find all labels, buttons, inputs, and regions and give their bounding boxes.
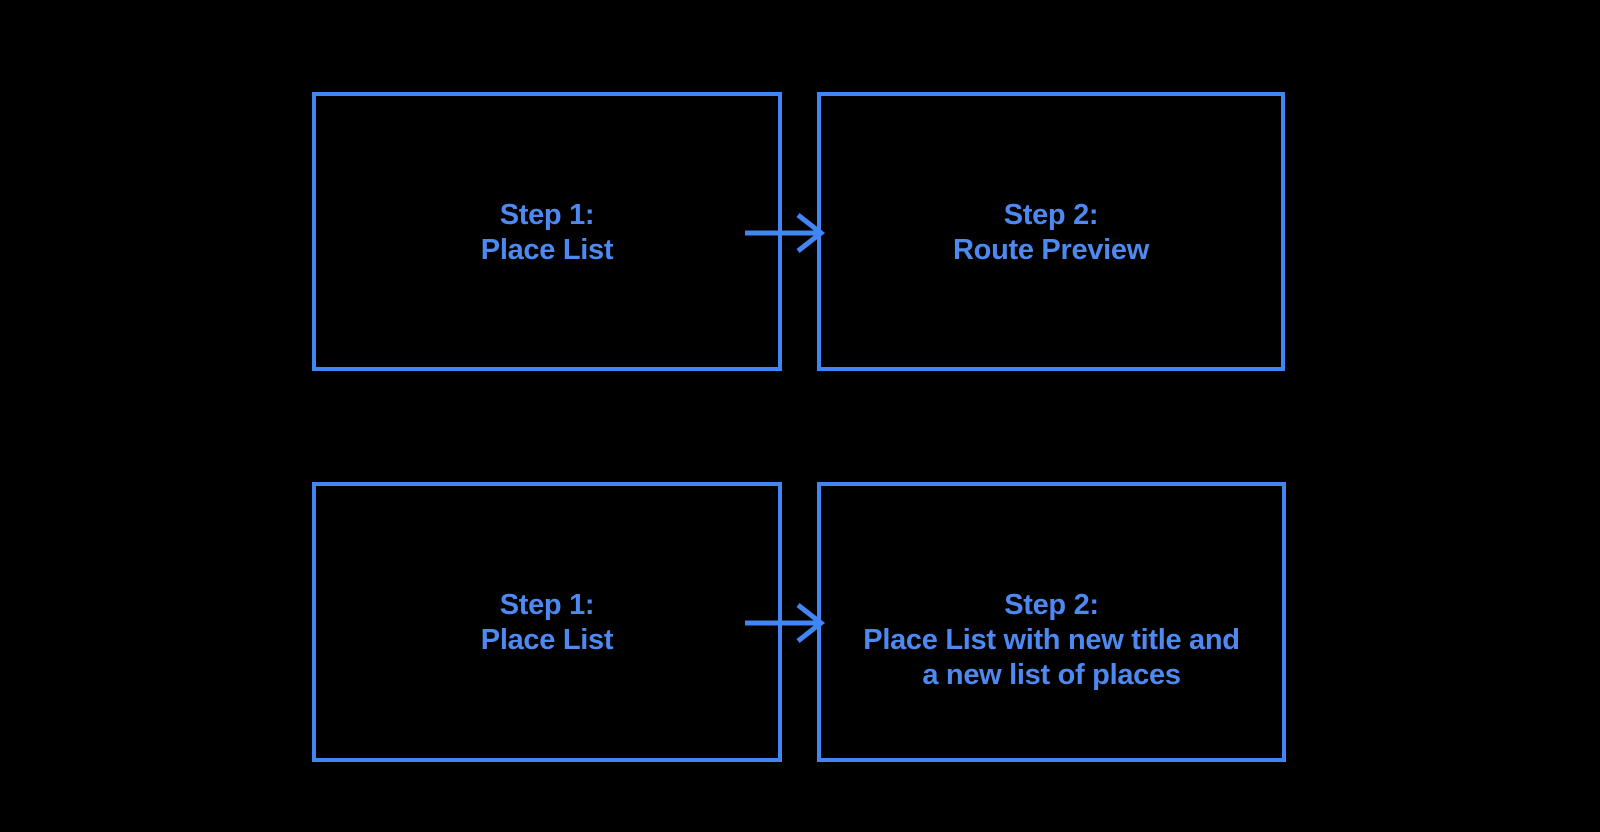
box-title-line: Place List with new title and <box>863 624 1240 656</box>
box-label: Step 2: Place List with new title and a … <box>821 486 1282 693</box>
box-title-line: Place List <box>480 624 614 656</box>
box-label: Step 2: Route Preview <box>821 96 1281 268</box>
box-title-line: Place List <box>480 234 614 266</box>
box-title-line: Step 2: <box>1003 199 1099 231</box>
flow-box-step1-place-list-bottom: Step 1: Place List <box>312 482 782 762</box>
box-label: Step 1: Place List <box>316 486 778 658</box>
box-title-line: Step 1: <box>499 199 595 231</box>
flow-box-step1-place-list-top: Step 1: Place List <box>312 92 782 371</box>
flow-box-step2-route-preview: Step 2: Route Preview <box>817 92 1285 371</box>
flow-box-step2-place-list-new-title: Step 2: Place List with new title and a … <box>817 482 1286 762</box>
arrow-right-icon <box>745 213 826 253</box>
box-title-line: Route Preview <box>953 234 1149 266</box>
arrow-right-icon <box>745 603 826 643</box>
box-title-line: Step 2: <box>1004 589 1099 621</box>
box-label: Step 1: Place List <box>316 96 778 268</box>
box-title-line: Step 1: <box>499 589 595 621</box>
box-title-line: a new list of places <box>922 659 1181 691</box>
